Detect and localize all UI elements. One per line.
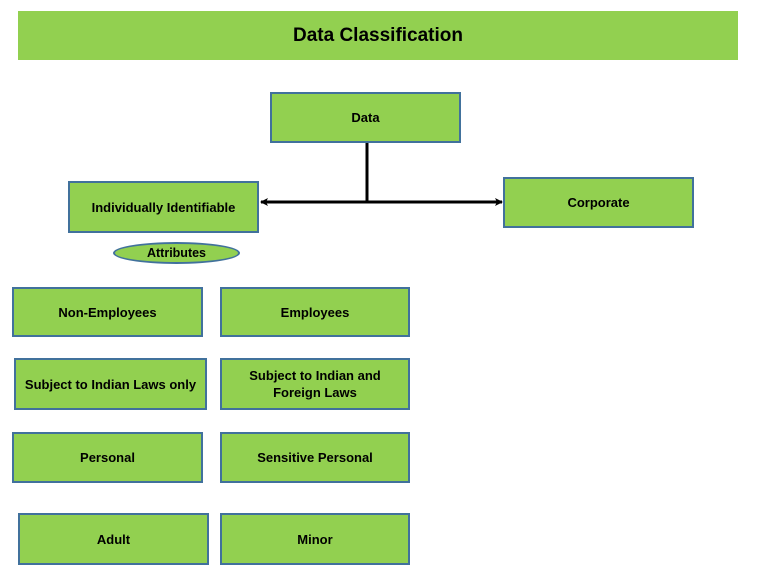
node-sensitive-personal: Sensitive Personal: [220, 432, 410, 483]
node-personal: Personal: [12, 432, 203, 483]
node-minor: Minor: [220, 513, 410, 565]
node-corporate: Corporate: [503, 177, 694, 228]
node-data: Data: [270, 92, 461, 143]
node-individually-identifiable: Individually Identifiable: [68, 181, 259, 233]
node-subject-to-indian-laws-only: Subject to Indian Laws only: [14, 358, 207, 410]
node-non-employees: Non-Employees: [12, 287, 203, 337]
node-employees: Employees: [220, 287, 410, 337]
attributes-oval: Attributes: [113, 242, 240, 264]
diagram-title: Data Classification: [18, 11, 738, 60]
node-adult: Adult: [18, 513, 209, 565]
node-subject-to-indian-and-foreign-laws: Subject to Indian and Foreign Laws: [220, 358, 410, 410]
